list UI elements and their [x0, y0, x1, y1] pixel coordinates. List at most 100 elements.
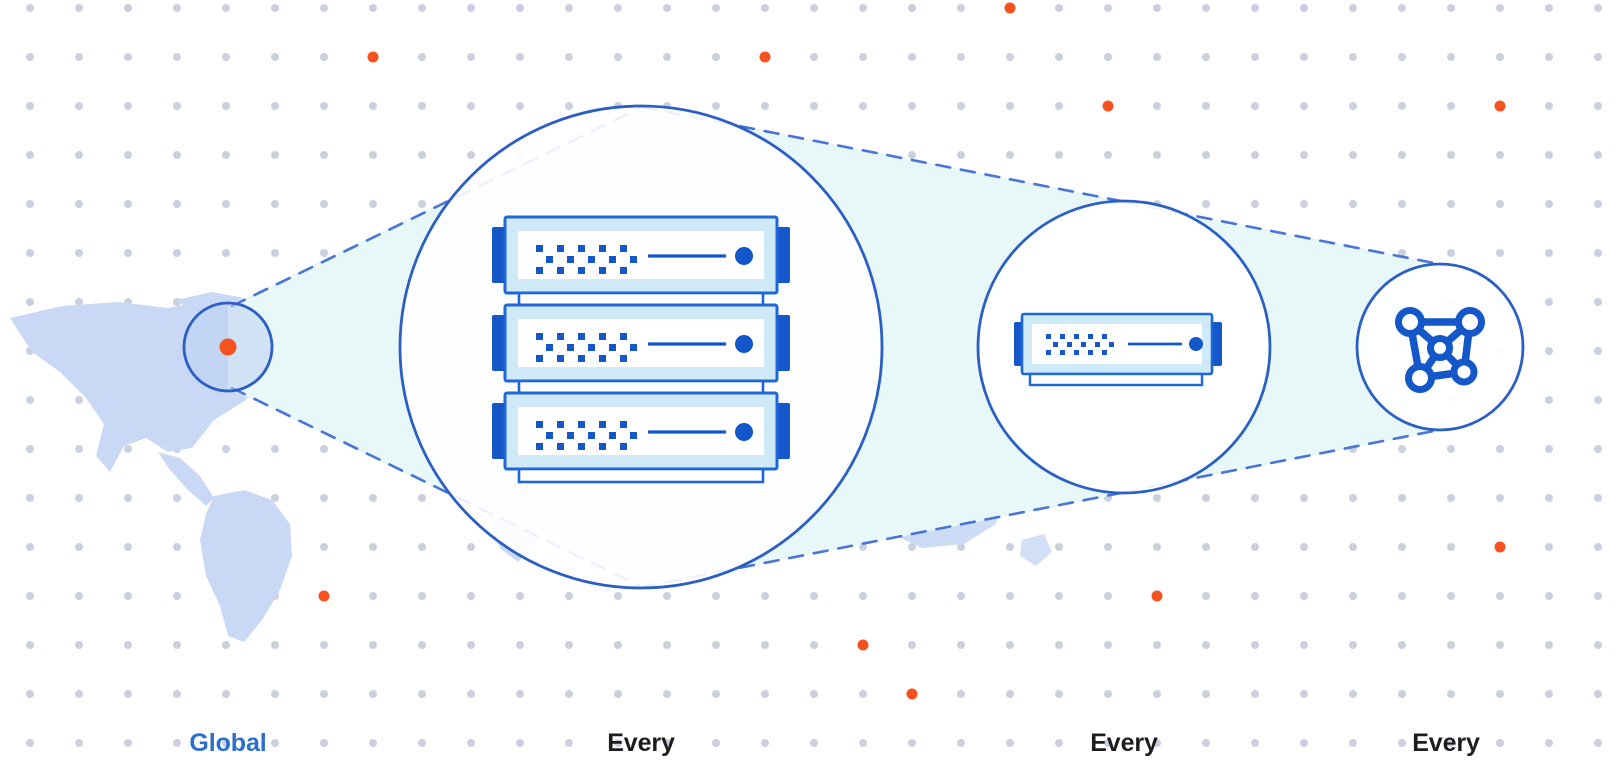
grid-dot [1055, 690, 1063, 698]
grid-dot [1202, 53, 1210, 61]
grid-dot [1202, 739, 1210, 747]
grid-dot [957, 53, 965, 61]
grid-dot [26, 151, 34, 159]
grid-dot [1300, 690, 1308, 698]
grid-dot [1447, 739, 1455, 747]
grid-dot [565, 739, 573, 747]
grid-dot [418, 739, 426, 747]
grid-dot [320, 151, 328, 159]
grid-dot [271, 53, 279, 61]
grid-dot [859, 543, 867, 551]
grid-dot [1202, 543, 1210, 551]
grid-dot [1496, 53, 1504, 61]
grid-dot [1055, 102, 1063, 110]
grid-dot [810, 592, 818, 600]
grid-dot [1251, 543, 1259, 551]
grid-dot [565, 690, 573, 698]
grid-dot [908, 641, 916, 649]
grid-dot [614, 592, 622, 600]
grid-dot [1496, 592, 1504, 600]
server-unit [492, 215, 790, 308]
grid-dot [1202, 494, 1210, 502]
grid-dot [26, 298, 34, 306]
grid-dot [75, 102, 83, 110]
grid-dot [1447, 494, 1455, 502]
grid-dot [1447, 4, 1455, 12]
grid-dot [467, 543, 475, 551]
grid-dot [1104, 739, 1112, 747]
grid-dot [1398, 739, 1406, 747]
grid-dot [26, 53, 34, 61]
grid-dot [1398, 249, 1406, 257]
grid-dot [1545, 592, 1553, 600]
grid-dot [614, 53, 622, 61]
grid-dot [516, 641, 524, 649]
grid-dot [1202, 592, 1210, 600]
server-status-led [1189, 337, 1203, 351]
grid-dot [369, 4, 377, 12]
server-status-led [735, 335, 753, 353]
grid-dot [173, 4, 181, 12]
grid-dot [1104, 151, 1112, 159]
grid-dot [908, 739, 916, 747]
server-unit [492, 303, 790, 396]
grid-dot [1349, 53, 1357, 61]
accent-dot [1151, 590, 1163, 602]
grid-dot [1398, 102, 1406, 110]
grid-dot [1594, 53, 1602, 61]
grid-dot [320, 641, 328, 649]
accent-dot [759, 51, 771, 63]
grid-dot [859, 690, 867, 698]
grid-dot [173, 690, 181, 698]
grid-dot [1251, 494, 1259, 502]
accent-dot [906, 688, 918, 700]
grid-dot [1300, 739, 1308, 747]
grid-dot [957, 151, 965, 159]
grid-dot [467, 4, 475, 12]
grid-dot [124, 739, 132, 747]
grid-dot [1251, 641, 1259, 649]
grid-dot [1202, 641, 1210, 649]
grid-dot [26, 396, 34, 404]
grid-dot [222, 249, 230, 257]
grid-dot [1447, 200, 1455, 208]
grid-dot [75, 641, 83, 649]
grid-dot [124, 445, 132, 453]
grid-dot [1398, 151, 1406, 159]
grid-dot [1447, 445, 1455, 453]
grid-dot [173, 151, 181, 159]
label-every-server: Every server [1014, 668, 1234, 782]
grid-dot [173, 249, 181, 257]
grid-dot [271, 249, 279, 257]
grid-dot [1545, 151, 1553, 159]
grid-dot [1055, 543, 1063, 551]
grid-dot [320, 4, 328, 12]
grid-dot [173, 494, 181, 502]
grid-dot [369, 543, 377, 551]
grid-dot [1545, 445, 1553, 453]
grid-dot [222, 739, 230, 747]
grid-dot [1594, 690, 1602, 698]
stage-circle-global-network[interactable] [182, 301, 274, 393]
grid-dot [1300, 641, 1308, 649]
grid-dot [1153, 739, 1161, 747]
grid-dot [516, 592, 524, 600]
grid-dot [614, 641, 622, 649]
grid-dot [222, 151, 230, 159]
grid-dot [369, 151, 377, 159]
grid-dot [663, 592, 671, 600]
label-line-1: Every [1090, 729, 1158, 757]
grid-dot [222, 641, 230, 649]
grid-dot [271, 445, 279, 453]
grid-dot [1349, 543, 1357, 551]
grid-dot [124, 151, 132, 159]
grid-dot [859, 4, 867, 12]
accent-dot [1494, 100, 1506, 112]
grid-dot [957, 641, 965, 649]
grid-dot [1349, 592, 1357, 600]
grid-dot [1594, 249, 1602, 257]
grid-dot [1202, 690, 1210, 698]
grid-dot [1153, 4, 1161, 12]
grid-dot [1202, 4, 1210, 12]
grid-dot [1104, 53, 1112, 61]
